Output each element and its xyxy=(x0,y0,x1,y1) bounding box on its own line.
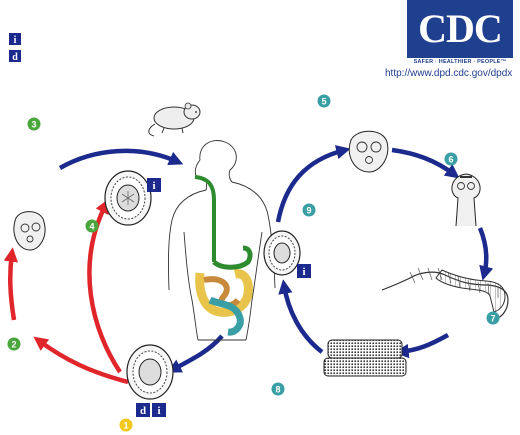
cdc-logo: CDC xyxy=(407,0,513,58)
svg-text:1: 1 xyxy=(123,421,128,431)
adult-tapeworm xyxy=(381,267,509,319)
egg-upper-left xyxy=(104,170,152,226)
human-figure xyxy=(167,140,276,341)
svg-text:3: 3 xyxy=(31,120,36,130)
svg-text:9: 9 xyxy=(306,206,311,216)
arrow-egg-to-human xyxy=(58,148,184,170)
svg-text:4: 4 xyxy=(89,222,94,232)
cysticercoid-left xyxy=(13,211,46,251)
diagnostic-badge-bottom-egg: d xyxy=(136,403,150,417)
cdc-logo-text: CDC xyxy=(418,6,503,51)
arrow-scolex-to-adult xyxy=(477,227,494,281)
stage-9-marker: 9 xyxy=(302,203,316,217)
svg-text:7: 7 xyxy=(490,314,495,324)
arrow-proglottids-to-autoinfection xyxy=(278,279,324,354)
svg-text:5: 5 xyxy=(321,97,326,107)
svg-text:i: i xyxy=(152,180,155,192)
arrow-egg-to-cysticercoid-red xyxy=(33,336,129,385)
svg-text:i: i xyxy=(157,405,160,417)
stage-5-marker: 5 xyxy=(317,94,331,108)
svg-text:i: i xyxy=(14,35,17,46)
scolex xyxy=(451,173,481,227)
stage-7-marker: 7 xyxy=(486,311,500,325)
svg-text:i: i xyxy=(302,266,305,278)
source-url: http://www.dpd.cdc.gov/dpdx xyxy=(385,68,513,79)
infective-badge-middle-egg: i xyxy=(297,264,311,278)
egg-bottom xyxy=(126,344,174,400)
svg-text:6: 6 xyxy=(448,155,453,165)
legend-infective-badge: i xyxy=(9,33,21,46)
cysticercoid-upper-right xyxy=(348,130,389,173)
digestive-tract xyxy=(194,175,253,336)
stage-3-marker: 3 xyxy=(27,117,41,131)
arrow-adult-to-proglottids xyxy=(394,333,450,359)
stage-4-marker: 4 xyxy=(85,219,99,233)
legend-diagnostic-badge: d xyxy=(9,50,21,63)
arrow-cysticercoid-to-protoscolex xyxy=(391,147,460,179)
egg-middle xyxy=(263,230,301,276)
infective-badge-bottom-egg: i xyxy=(152,403,166,417)
arrow-oncosphere-up-red xyxy=(3,247,18,321)
stage-1-marker: 1 xyxy=(119,418,133,432)
arrow-human-to-egg xyxy=(166,334,224,373)
svg-text:d: d xyxy=(12,52,18,63)
stage-2-marker: 2 xyxy=(7,337,21,351)
stage-8-marker: 8 xyxy=(271,382,285,396)
arrow-intestine-to-scolex xyxy=(275,145,351,223)
rodent-illustration xyxy=(148,102,201,137)
svg-text:2: 2 xyxy=(11,340,16,350)
gravid-proglottid xyxy=(323,339,407,377)
stage-6-marker: 6 xyxy=(444,152,458,166)
infective-badge-upper-egg: i xyxy=(147,178,161,192)
cdc-tagline: SAFER · HEALTHIER · PEOPLE™ xyxy=(413,59,507,65)
svg-text:8: 8 xyxy=(275,385,280,395)
svg-text:d: d xyxy=(140,405,146,417)
